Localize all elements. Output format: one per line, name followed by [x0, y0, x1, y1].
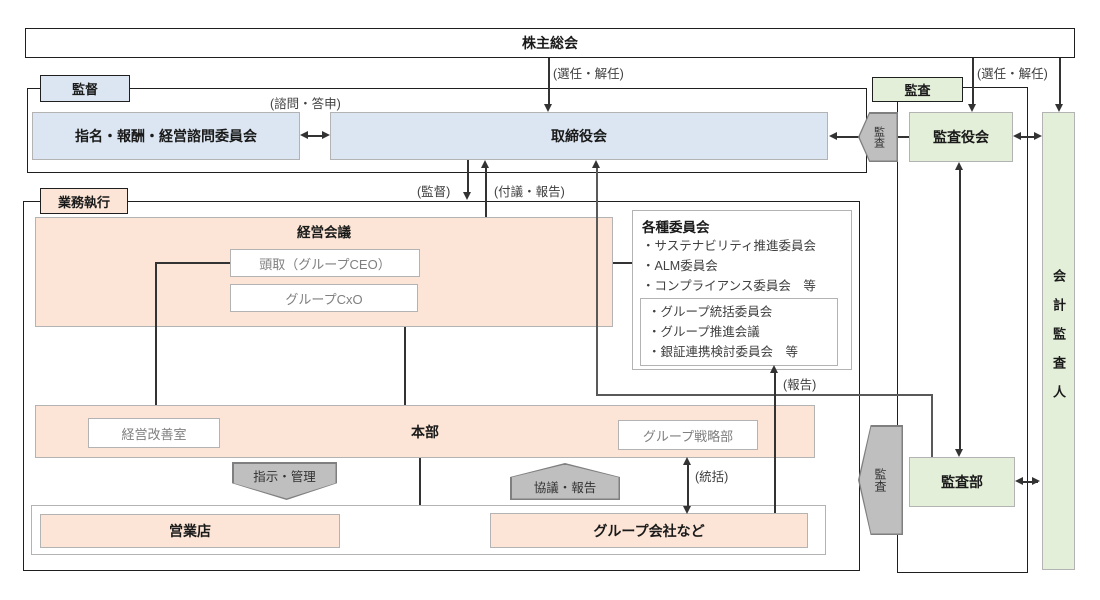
- connector-shareholders-board: [548, 58, 550, 104]
- connector-auditdept-auditor: [1020, 481, 1038, 483]
- connector-mgmt-headquarters: [404, 327, 406, 405]
- connector-board-execution: [467, 160, 469, 193]
- arrowhead: [1013, 132, 1021, 140]
- connector-auditdept-board-horizontal: [596, 394, 933, 396]
- committee-item: ・ALM委員会: [642, 259, 718, 273]
- business-execution-tag: 業務執行: [40, 188, 128, 214]
- audit-tag: 監査: [872, 77, 963, 102]
- arrowhead: [955, 449, 963, 457]
- audit-chevron-label: 監査: [859, 426, 902, 534]
- connector-auditdept-drop: [931, 394, 933, 457]
- arrowhead: [1034, 132, 1042, 140]
- arrowhead: [544, 104, 552, 112]
- committee-item: ・コンプライアンス委員会 等: [642, 279, 816, 293]
- accounting-auditor-box: 会計監査人: [1042, 112, 1075, 570]
- management-meeting-title: 経営会議: [297, 225, 351, 240]
- connector-shareholders-auditor: [1059, 58, 1061, 104]
- connector-groupco-subcommittees: [774, 372, 776, 513]
- board-of-directors-box: 取締役会: [330, 112, 828, 160]
- audit-and-supervisory-board-box: 監査役会: [909, 112, 1013, 162]
- label-advisory-reply: (諮問・答申): [270, 97, 341, 111]
- subcommittee-item: ・グループ推進会議: [648, 325, 760, 339]
- arrowhead: [955, 162, 963, 170]
- arrowhead: [968, 104, 976, 112]
- label-supervise: (監督): [417, 185, 451, 199]
- committee-item: ・サステナビリティ推進委員会: [642, 239, 817, 253]
- connector-ceo-headquarters: [155, 262, 157, 405]
- audit-chevron-to-execution: 監査: [858, 425, 903, 535]
- connector-advisory-board: [305, 135, 325, 137]
- group-strategy-dept-box: グループ戦略部: [618, 420, 758, 450]
- arrowhead: [683, 506, 691, 514]
- arrowhead: [1055, 104, 1063, 112]
- group-subcommittees-box: [640, 298, 838, 366]
- management-improvement-office-box: 経営改善室: [88, 418, 220, 448]
- supervision-tag: 監督: [40, 75, 130, 102]
- label-submit-report: (付議・報告): [494, 185, 565, 199]
- subcommittee-item: ・銀証連携検討委員会 等: [648, 345, 799, 359]
- arrowhead: [683, 457, 691, 465]
- arrowhead: [322, 131, 330, 139]
- audit-department-box: 監査部: [909, 457, 1015, 507]
- business-execution-outline: [23, 201, 860, 571]
- arrowhead: [1015, 477, 1023, 485]
- connector-shareholders-auditboard: [972, 58, 974, 104]
- arrowhead: [1032, 477, 1040, 485]
- shareholders-meeting-box: 株主総会: [25, 28, 1075, 58]
- arrowhead: [481, 160, 489, 168]
- arrowhead: [300, 131, 308, 139]
- connector-auditboard-auditdept: [959, 167, 961, 451]
- label-control: (統括): [695, 470, 729, 484]
- label-appoint-dismiss-right: (選任・解任): [977, 67, 1048, 81]
- arrowhead: [770, 365, 778, 373]
- group-cxo-box: グループCxO: [230, 284, 418, 312]
- connector-mgmt-board: [485, 166, 487, 217]
- connector-strategy-groupco: [687, 464, 689, 508]
- subcommittee-item: ・グループ統括委員会: [648, 305, 773, 319]
- connector-ceo-horizontal: [155, 262, 230, 264]
- arrowhead: [592, 160, 600, 168]
- label-appoint-dismiss-left: (選任・解任): [553, 67, 624, 81]
- group-companies-box: グループ会社など: [490, 513, 808, 548]
- various-committees-title: 各種委員会: [642, 220, 710, 235]
- connector-mgmt-committees: [613, 262, 632, 264]
- president-group-ceo-box: 頭取（グループCEO）: [230, 249, 420, 277]
- arrowhead: [829, 132, 837, 140]
- nomination-compensation-advisory-committee-box: 指名・報酬・経営諮問委員会: [32, 112, 300, 160]
- arrowhead: [463, 192, 471, 200]
- label-report: (報告): [783, 378, 817, 392]
- connector-auditdept-board-vertical: [596, 166, 598, 396]
- sales-branches-box: 営業店: [40, 514, 340, 548]
- connector-headquarters-branches: [419, 458, 421, 505]
- connector-auditboard-auditor: [1018, 136, 1038, 138]
